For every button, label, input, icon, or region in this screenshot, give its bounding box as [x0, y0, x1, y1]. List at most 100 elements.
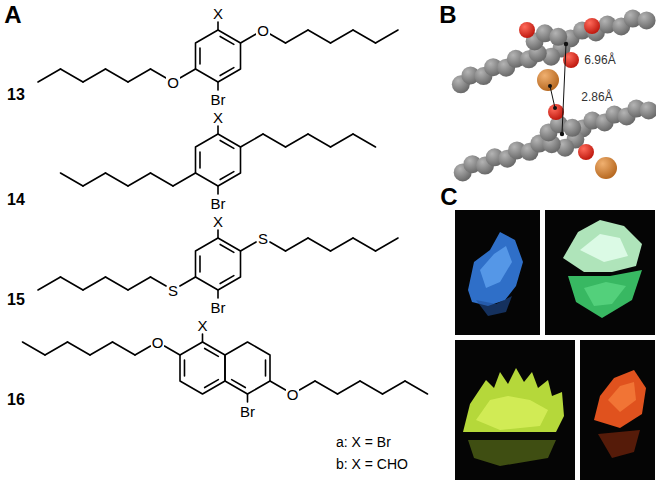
bond-line [60, 277, 82, 290]
bond-line [217, 126, 219, 134]
atom-label: X [212, 214, 224, 229]
bond-line [60, 69, 82, 82]
atom-sphere [563, 119, 581, 137]
distance-dot [548, 84, 552, 88]
bond-line [67, 342, 90, 355]
double-bond [232, 380, 246, 388]
crystal-orange [608, 382, 636, 412]
heteroatom-label: O [151, 335, 165, 350]
double-bond [184, 360, 186, 376]
atom-sphere [595, 157, 617, 179]
distance-dot [553, 106, 557, 110]
bond-line [286, 30, 309, 43]
bond-line [331, 134, 354, 147]
bond-line [45, 342, 67, 355]
bond-line [338, 381, 361, 394]
bond-line [376, 30, 399, 43]
bond-line [128, 277, 151, 290]
bond-line [383, 381, 406, 394]
atom-label: Br [210, 92, 227, 107]
compound-number: 16 [7, 392, 25, 408]
bond-line [83, 277, 106, 290]
photo-background [545, 210, 655, 335]
bond-line [353, 134, 376, 147]
bond-line [217, 186, 219, 194]
crystal-green [568, 270, 642, 318]
ring-bond [180, 342, 225, 394]
bond-line [286, 134, 309, 147]
atom-label: X [196, 318, 208, 333]
heteroatom-label: S [257, 231, 269, 246]
crystal-yellow-green [476, 396, 548, 430]
atom-sphere [549, 28, 567, 46]
atom-label: X [212, 110, 224, 125]
ring-bond [196, 238, 241, 290]
bond-line [405, 381, 428, 394]
atom-label: Br [210, 300, 227, 315]
bond-line [376, 238, 399, 251]
bond-line [315, 381, 338, 394]
double-bond [199, 256, 201, 272]
variant-note: a: X = Br [336, 435, 391, 449]
heteroatom-label: O [166, 75, 180, 90]
bond-line [270, 34, 286, 43]
bond-line [217, 290, 219, 298]
atom-sphere [537, 69, 559, 91]
bond-line [105, 277, 128, 290]
bond-line [217, 82, 219, 90]
bond-line [286, 238, 309, 251]
bond-line [173, 173, 196, 186]
compound-number: 15 [7, 292, 25, 308]
bond-line [128, 173, 151, 186]
bond-line [38, 277, 61, 290]
panel-letter: C [440, 185, 457, 209]
ring-bond [196, 30, 241, 82]
double-bond [220, 276, 234, 284]
photo-background [580, 340, 655, 480]
crystal-reflection [468, 440, 556, 466]
compound-number: 13 [7, 87, 25, 103]
bond-line [270, 242, 286, 251]
photo-background [455, 210, 540, 335]
crystal-yellow-green [463, 368, 564, 432]
bond-line [241, 242, 257, 251]
distance-dot [560, 132, 564, 136]
double-bond [199, 152, 201, 168]
double-bond [205, 348, 219, 356]
double-bond [220, 244, 234, 252]
bond-line [331, 238, 354, 251]
double-bond [220, 68, 234, 76]
bond-line [241, 34, 257, 43]
double-bond [220, 172, 234, 180]
compound-number: 14 [7, 192, 25, 208]
bond-line [164, 346, 180, 355]
bond-line [128, 69, 151, 82]
crystal-blue [480, 246, 512, 288]
atom-label: Br [239, 404, 256, 419]
double-bond [220, 36, 234, 44]
distance-line [562, 44, 566, 134]
bond-line [331, 30, 354, 43]
bond-line [270, 381, 286, 390]
distance-line [550, 86, 555, 108]
crystal-reflection [598, 430, 640, 458]
bond-line [112, 342, 135, 355]
bond-line [22, 342, 45, 355]
atom-sphere [519, 22, 535, 38]
double-bond [265, 360, 267, 376]
panel-letter: B [439, 3, 456, 27]
bond-line [83, 69, 106, 82]
bond-line [353, 30, 376, 43]
crystal-green [584, 282, 626, 306]
bond-line [90, 342, 113, 355]
bond-line [150, 69, 166, 78]
distance-label: 2.86Å [580, 91, 613, 103]
double-bond [199, 48, 201, 64]
atom-label: Br [210, 196, 227, 211]
bond-line [150, 173, 173, 186]
bond-line [135, 346, 151, 355]
bond-line [308, 30, 331, 43]
ring-bond [225, 342, 270, 394]
bond-line [360, 381, 383, 394]
